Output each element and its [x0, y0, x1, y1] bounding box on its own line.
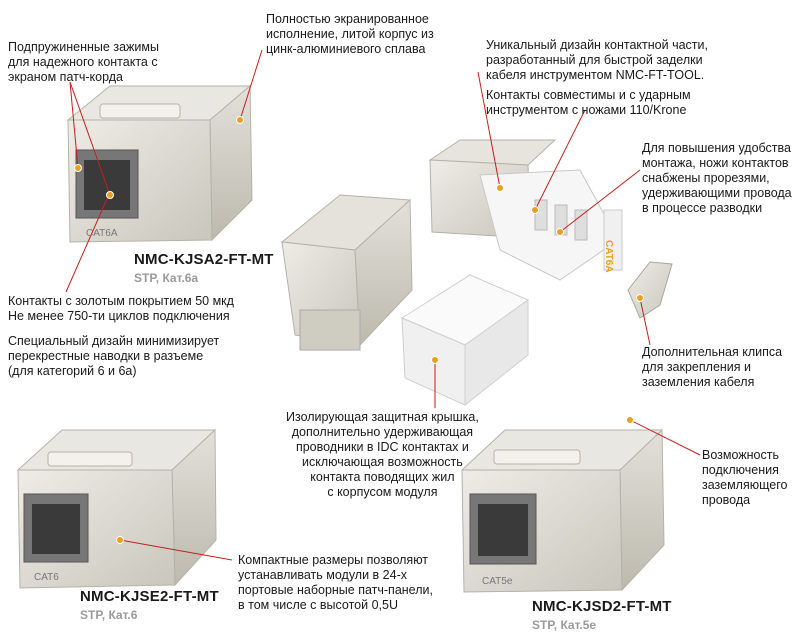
callout-shielded: Полностью экранированное исполнение, лит… — [266, 12, 434, 56]
open-module-image — [428, 139, 623, 281]
product-model-kjse2: NMC-KJSE2-FT-MT — [80, 588, 219, 605]
idc-cat-label: CAT6A — [603, 240, 614, 273]
product-spec-kjse2: STP, Кат.6 — [80, 608, 138, 622]
callout-gold: Контакты с золотым покрытием 50 мкд Не м… — [8, 294, 234, 323]
callout-slots: Для повышения удобства монтажа, ножи кон… — [642, 141, 792, 215]
leader-dots — [74, 116, 644, 544]
leader-lines — [65, 49, 701, 561]
jack-kjse2-face-label: CAT6 — [34, 572, 59, 583]
shield-part-image — [280, 194, 413, 351]
callout-springs: Подпружиненные зажимы для надежного конт… — [8, 40, 159, 84]
clip-part-image — [627, 261, 673, 319]
product-spec-kjsd2: STP, Кат.5е — [532, 618, 597, 632]
callout-unique: Уникальный дизайн контактной части, разр… — [486, 38, 708, 82]
jack-kjsa2-face-label: CAT6A — [86, 228, 118, 239]
jack-kjsa2-image — [66, 84, 253, 243]
callout-compatible: Контакты совместимы и с ударным инструме… — [486, 88, 691, 117]
callout-grounding: Возможность подключения заземляющего про… — [702, 448, 788, 507]
product-spec-kjsa2: STP, Кат.6а — [134, 271, 199, 285]
callout-cover: Изолирующая защитная крышка, дополнитель… — [286, 410, 479, 499]
callout-clip: Дополнительная клипса для закрепления и … — [642, 345, 783, 389]
product-model-kjsd2: NMC-KJSD2-FT-MT — [532, 598, 672, 615]
jack-kjsd2-image — [460, 428, 665, 593]
cover-part-image — [400, 274, 530, 407]
callout-crosstalk: Специальный дизайн минимизирует перекрес… — [8, 334, 220, 378]
jack-kjsd2-face-label: CAT5e — [482, 576, 513, 587]
callout-compact: Компактные размеры позволяют устанавлива… — [238, 553, 433, 612]
product-model-kjsa2: NMC-KJSA2-FT-MT — [134, 251, 274, 268]
jack-kjse2-image — [16, 428, 217, 589]
